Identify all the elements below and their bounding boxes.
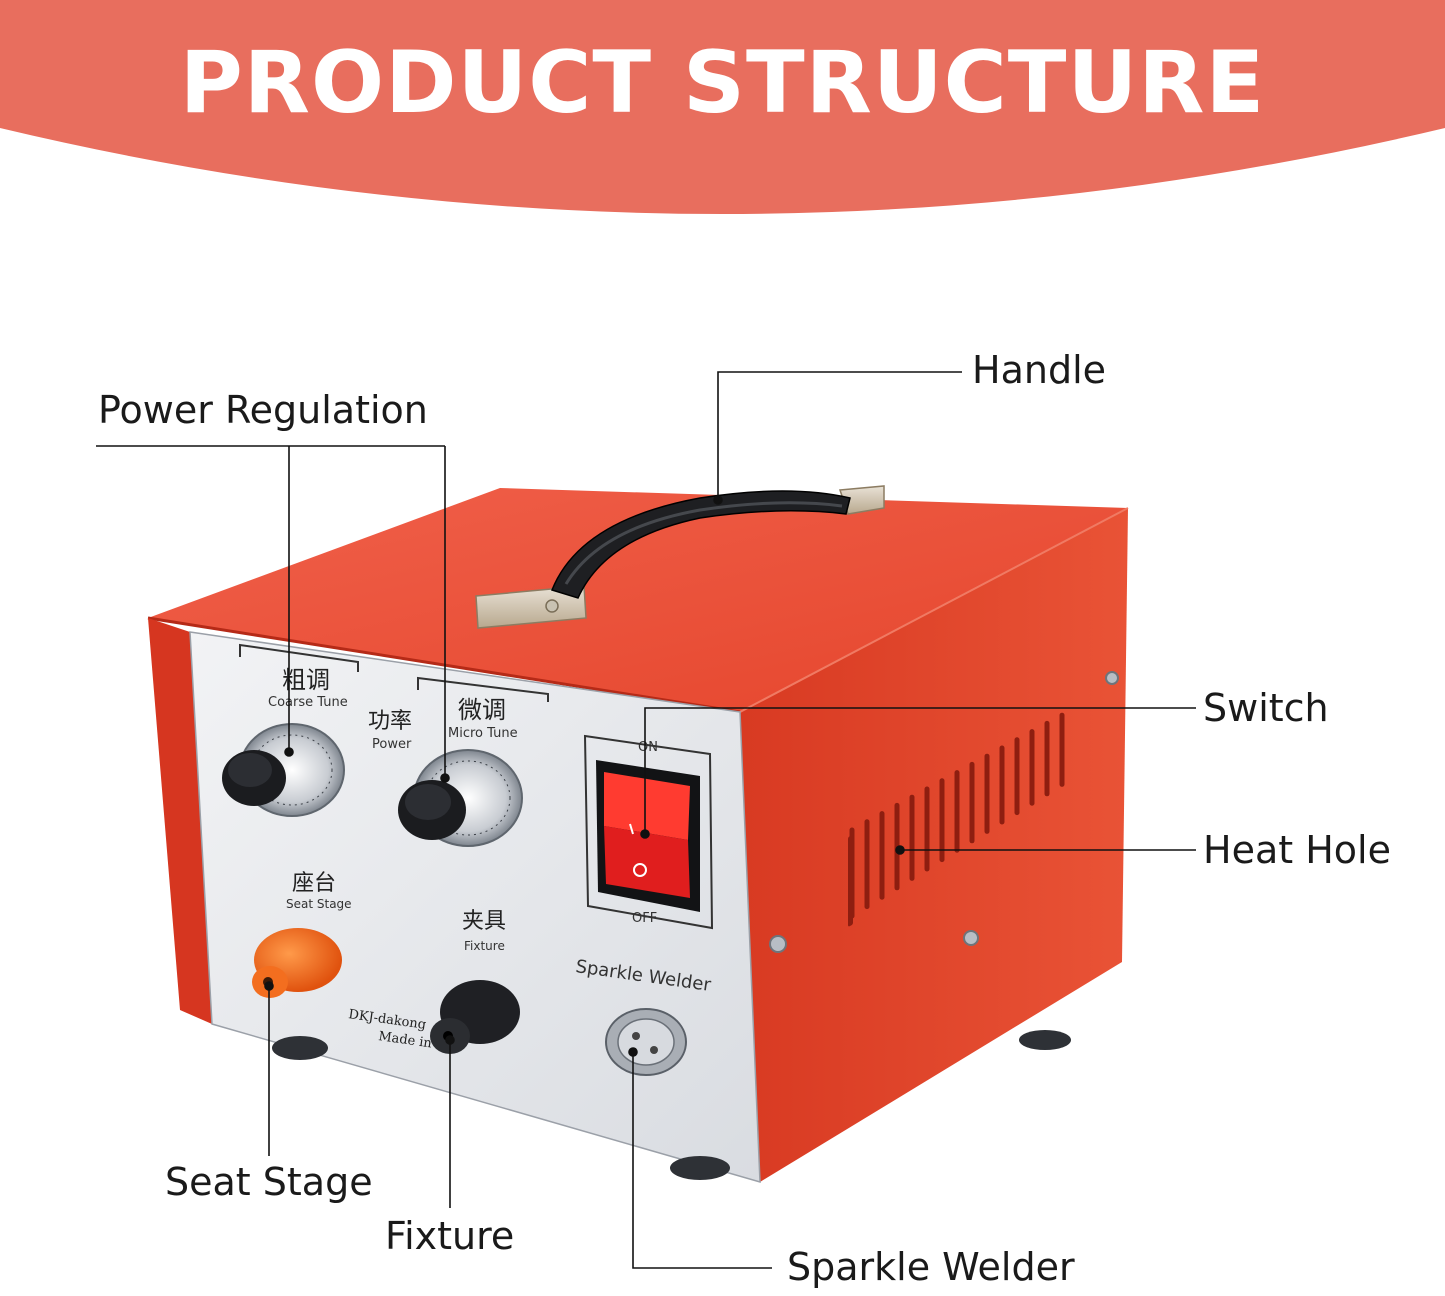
micro-tune-en-label: Micro Tune bbox=[448, 726, 518, 741]
housing-front-flange bbox=[148, 618, 212, 1024]
fixture-en-label: Fixture bbox=[464, 939, 505, 953]
callout-heat-hole: Heat Hole bbox=[1203, 828, 1391, 872]
callout-fixture: Fixture bbox=[385, 1214, 515, 1258]
power-en-label: Power bbox=[372, 737, 412, 752]
seat-stage-en-label: Seat Stage bbox=[286, 897, 352, 911]
banner-title: PRODUCT STRUCTURE bbox=[179, 33, 1266, 133]
callout-sparkle-welder: Sparkle Welder bbox=[787, 1245, 1075, 1289]
foot-back bbox=[1019, 1030, 1071, 1050]
power-cn-label: 功率 bbox=[368, 709, 412, 734]
screw-icon bbox=[769, 935, 787, 953]
switch-off-label: OFF bbox=[632, 911, 657, 926]
screw-icon bbox=[963, 930, 979, 946]
switch-on-label: ON bbox=[638, 740, 658, 755]
banner-shape bbox=[0, 0, 1445, 214]
fixture-cn-label: 夹具 bbox=[462, 909, 506, 934]
callout-handle: Handle bbox=[972, 348, 1107, 392]
coarse-tune-cn-label: 粗调 bbox=[282, 666, 330, 694]
foot-right bbox=[670, 1156, 730, 1180]
micro-tune-knob-icon[interactable] bbox=[398, 749, 523, 847]
callout-power-regulation: Power Regulation bbox=[98, 388, 428, 432]
brand-line-2: Made in bbox=[377, 1029, 433, 1051]
micro-tune-cn-label: 微调 bbox=[458, 696, 506, 724]
screw-icon bbox=[1105, 671, 1119, 685]
round-connector-icon[interactable] bbox=[605, 1008, 687, 1076]
callout-leader-lines bbox=[96, 371, 1196, 1269]
callout-switch: Switch bbox=[1203, 686, 1329, 730]
foot-left bbox=[272, 1036, 328, 1060]
seat-stage-terminal-icon[interactable] bbox=[252, 928, 342, 998]
housing-side bbox=[740, 508, 1128, 1182]
seat-stage-cn-label: 座台 bbox=[292, 871, 336, 896]
coarse-tune-knob-icon[interactable] bbox=[222, 723, 345, 817]
coarse-tune-en-label: Coarse Tune bbox=[268, 695, 348, 710]
carry-handle-icon bbox=[475, 485, 885, 629]
callout-seat-stage: Seat Stage bbox=[165, 1160, 373, 1204]
